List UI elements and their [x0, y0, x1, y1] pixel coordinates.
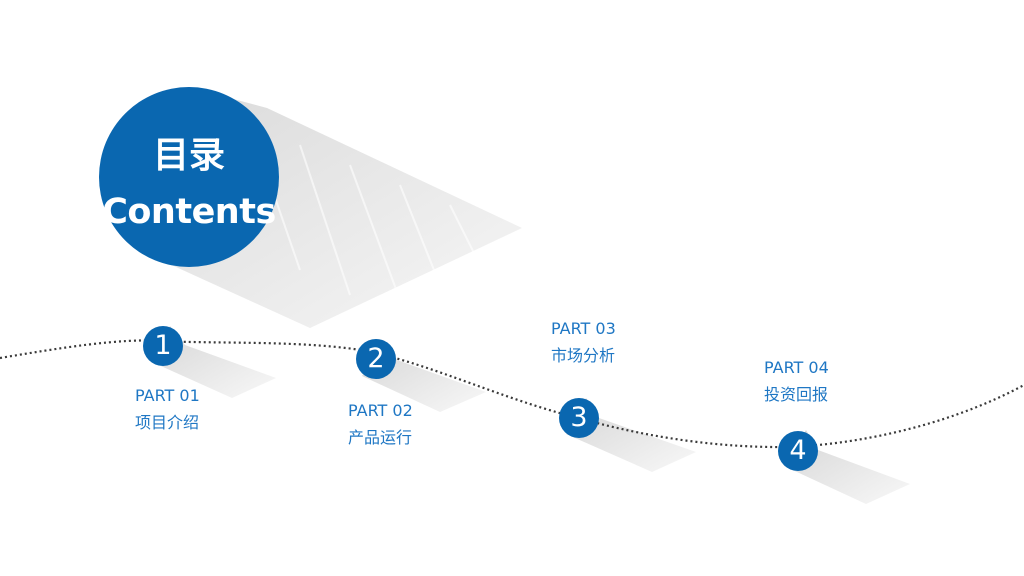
part-2-title: 产品运行 — [348, 428, 413, 447]
part-1-label: PART 01 — [135, 386, 200, 405]
node-3[interactable]: 3 — [559, 398, 599, 438]
title-cn: 目录 — [152, 135, 225, 176]
title-en: Contents — [102, 192, 276, 232]
title-shadow-stripes — [249, 124, 481, 301]
node-3-shadow — [566, 398, 696, 472]
part-4-label: PART 04 — [764, 358, 829, 377]
node-2[interactable]: 2 — [356, 339, 396, 379]
title-circle — [99, 87, 279, 267]
part-3-title: 市场分析 — [551, 346, 616, 365]
part-1-title: 项目介绍 — [135, 413, 200, 432]
part-4-title: 投资回报 — [764, 385, 829, 404]
timeline-curve — [0, 339, 1024, 449]
node-1-shadow — [152, 326, 276, 398]
node-1[interactable]: 1 — [143, 326, 183, 366]
part-2-label: PART 02 — [348, 401, 413, 420]
node-4[interactable]: 4 — [778, 431, 818, 471]
part-3-label: PART 03 — [551, 319, 616, 338]
